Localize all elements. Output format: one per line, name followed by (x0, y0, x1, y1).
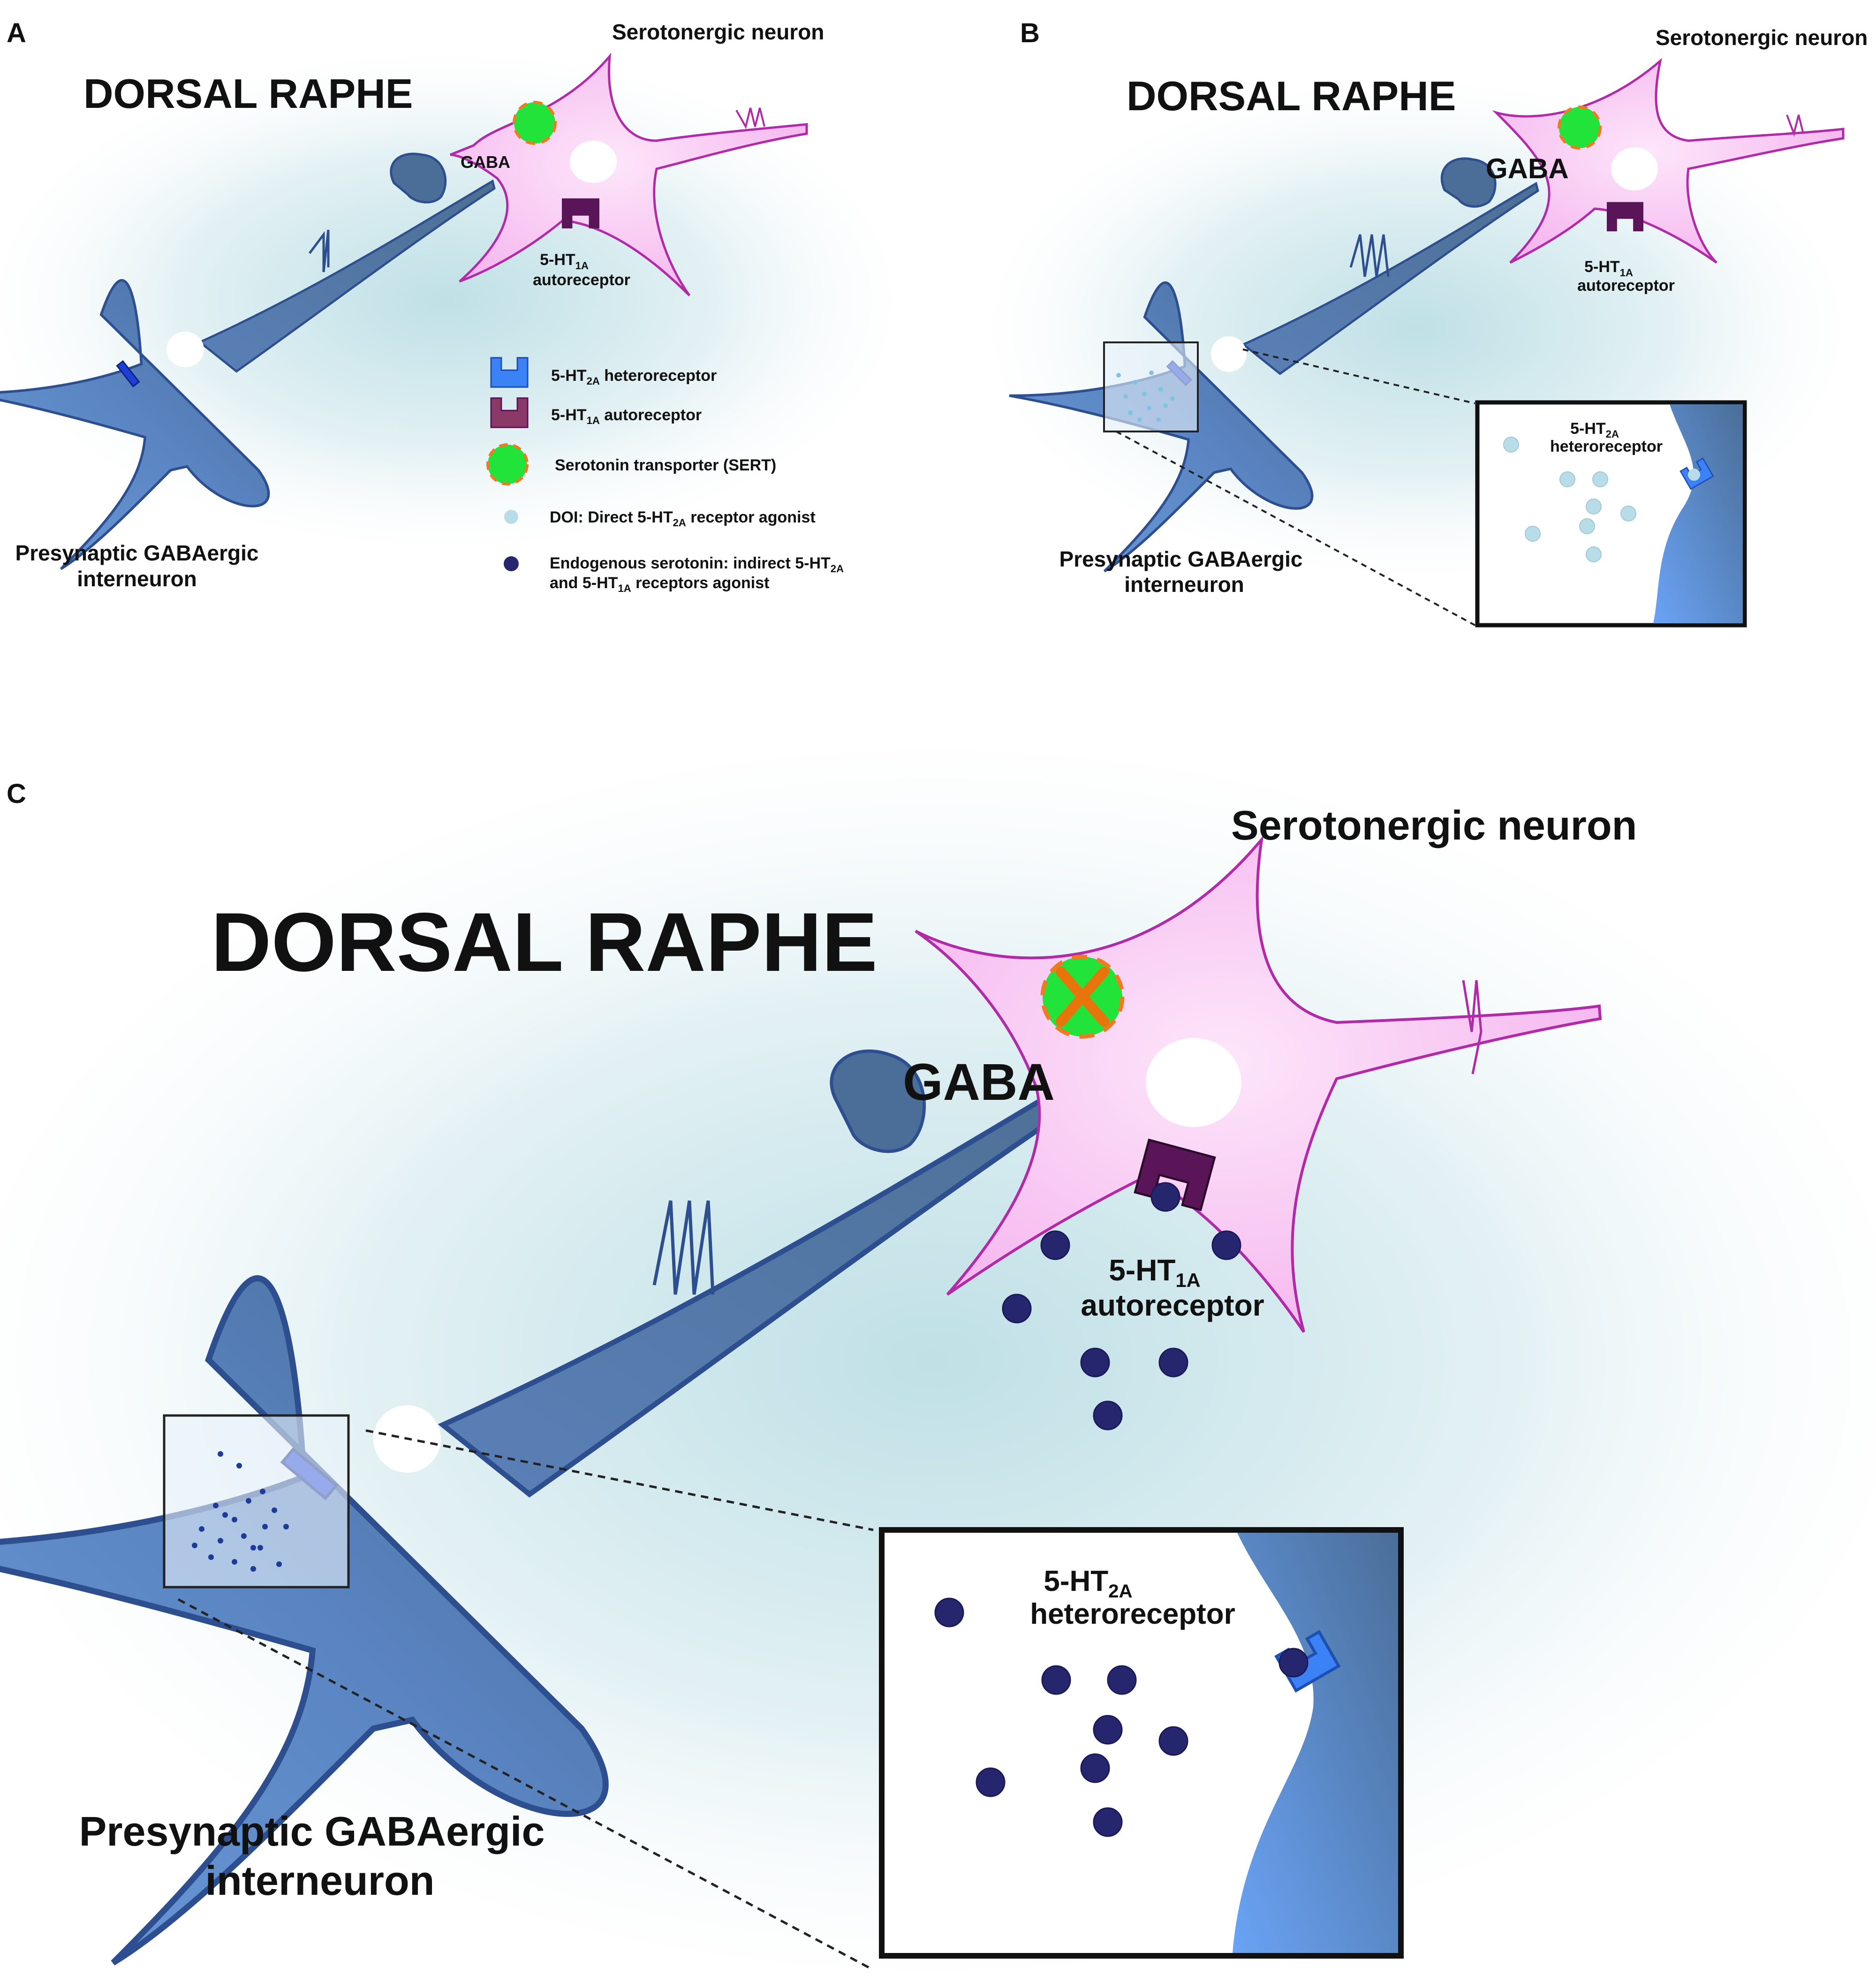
interneuron-label: Presynaptic GABAergic (1059, 547, 1303, 571)
zoom-box (1103, 341, 1199, 432)
legend-item: 5-HT2A heteroreceptor (551, 367, 717, 387)
serotonergic-nucleus (1146, 1038, 1241, 1127)
region-title: DORSAL RAPHE (83, 70, 413, 117)
autoreceptor-label-line2: autoreceptor (1577, 277, 1675, 295)
doi-cluster (1116, 371, 1175, 422)
block-x-icon (1056, 967, 1109, 1027)
inset: 5-HT2A heteroreceptor (879, 1527, 1404, 1959)
inset-receptor-label-line2: heteroreceptor (1030, 1598, 1235, 1630)
inset-receptor-label: 5-HT2A (1044, 1565, 1132, 1602)
serotonergic-label: Serotonergic neuron (1656, 25, 1868, 50)
legend-item: 5-HT1A autoreceptor (551, 406, 702, 426)
serotonin-cluster (192, 1451, 289, 1572)
legend: 5-HT2A heteroreceptor 5-HT1A autorecepto… (486, 357, 844, 594)
heteroreceptor-icon (116, 360, 140, 388)
action-potential (1786, 114, 1804, 137)
autoreceptor-label-line2: autoreceptor (1081, 1288, 1264, 1322)
interneuron-nucleus (166, 332, 204, 367)
autoreceptor-label: 5-HT1A (540, 251, 589, 272)
inset: 5-HT2A heteroreceptor (1475, 400, 1747, 628)
legend-item: DOI: Direct 5-HT2A receptor agonist (550, 508, 816, 529)
background-glow (0, 56, 891, 544)
gaba-label: GABA (1486, 153, 1569, 184)
panel-b: 5-HT2A heteroreceptor B DORSAL RAPHE Ser… (994, 18, 1868, 628)
doi-dot-icon (504, 510, 518, 524)
panel-letter: B (1020, 18, 1040, 48)
interneuron-label: Presynaptic GABAergic (15, 541, 259, 565)
serotonergic-nucleus (570, 141, 617, 183)
autoreceptor-label: 5-HT1A (1584, 258, 1633, 279)
panel-c: 5-HT2A heteroreceptor C DORSAL RAPHE Ser… (0, 750, 1876, 1971)
action-potential (1462, 980, 1483, 1075)
serotonin-dots (1002, 1182, 1241, 1430)
cell-membrane (1653, 404, 1743, 623)
serotonergic-nucleus (1611, 147, 1658, 190)
interneuron-label: Presynaptic GABAergic (79, 1808, 545, 1854)
interneuron-label-line2: interneuron (77, 567, 197, 591)
inset-receptor-label-line2: heteroreceptor (1550, 438, 1663, 455)
gaba-label: GABA (461, 152, 510, 172)
legend-item-line2: and 5-HT1A receptors agonist (550, 574, 769, 594)
axon-terminal (390, 152, 447, 204)
region-title: DORSAL RAPHE (211, 895, 877, 989)
serotonergic-label: Serotonergic neuron (612, 20, 824, 44)
panel-letter: C (7, 779, 26, 809)
action-potential (735, 107, 765, 129)
zoom-line (1242, 348, 1475, 404)
action-potential (652, 1200, 715, 1295)
legend-item: Endogenous serotonin: indirect 5-HT2A (550, 554, 844, 575)
inset-receptor-label: 5-HT2A (1570, 420, 1619, 440)
serotonin-dot-icon (504, 556, 519, 571)
legend-item: Serotonin transporter (SERT) (555, 456, 776, 474)
zoom-line (365, 1429, 874, 1531)
interneuron-label-line2: interneuron (1124, 572, 1244, 597)
serotonergic-label: Serotonergic neuron (1231, 802, 1637, 848)
panel-letter: A (7, 18, 26, 48)
autoreceptor-label: 5-HT1A (1109, 1253, 1200, 1291)
panel-a: A DORSAL RAPHE Serotonergic neuron GABA … (0, 18, 891, 594)
region-title: DORSAL RAPHE (1127, 73, 1456, 119)
axon-terminal (830, 1049, 926, 1153)
sert-icon (1558, 106, 1602, 150)
serotonin-dots (934, 1597, 1309, 1837)
axon-terminal (1440, 157, 1497, 208)
gaba-label: GABA (903, 1053, 1055, 1111)
autoreceptor-label-line2: autoreceptor (533, 271, 630, 289)
interneuron-nucleus (1211, 336, 1247, 372)
action-potential (309, 229, 330, 272)
cell-membrane (1233, 1533, 1398, 1953)
doi-dot (1688, 469, 1700, 481)
interneuron-label-line2: interneuron (205, 1857, 435, 1904)
zoom-box (163, 1414, 350, 1589)
sert-icon (513, 101, 557, 145)
doi-dots (1503, 437, 1636, 562)
sert-icon (486, 443, 529, 485)
action-potential (1349, 234, 1390, 277)
sert-icon-blocked (1040, 954, 1125, 1039)
